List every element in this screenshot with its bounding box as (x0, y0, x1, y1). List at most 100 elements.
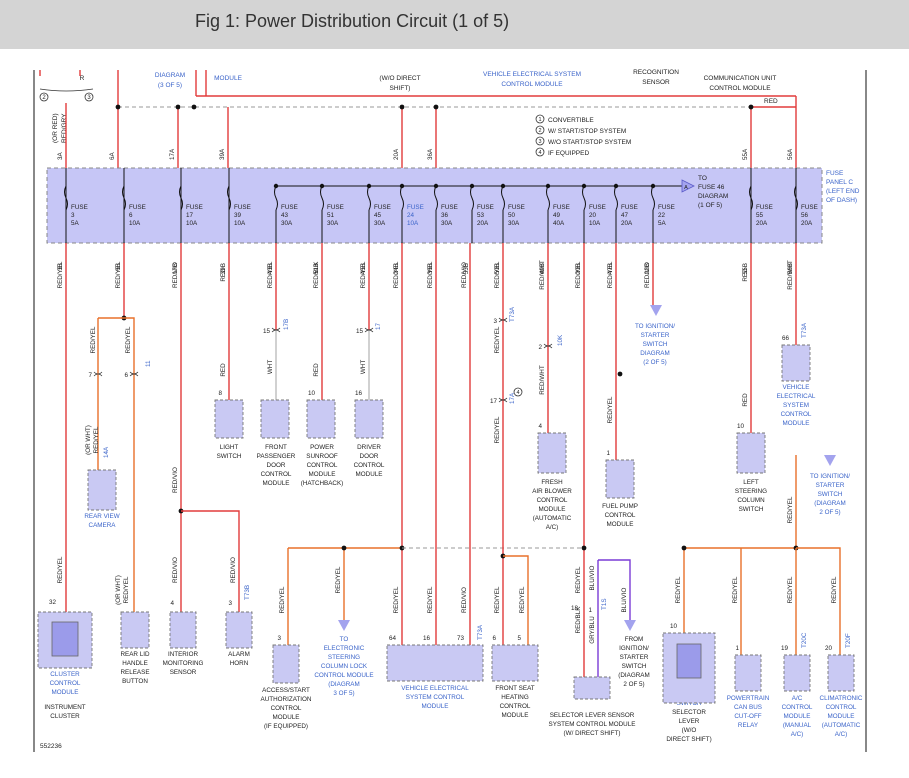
junction-dot (319, 183, 325, 189)
interior-monitoring-sensor (169, 611, 197, 649)
label-selector: SYSTEM CONTROL MODULE (549, 721, 636, 728)
label-tiptronic: SWITCH (677, 700, 702, 707)
label-climatronic: CLIMATRONIC (820, 695, 863, 702)
label-front-passenger: CONTROL (261, 471, 292, 478)
fuse-amperage: 20A (801, 220, 813, 227)
wire-color-label: RED/BLK (575, 606, 582, 634)
fuse-number: 6 (129, 212, 133, 219)
fuse-pin-label: 47B (607, 263, 614, 274)
ac-control-module (783, 654, 811, 692)
front-passenger-door-module (260, 399, 290, 439)
fuse-symbol (582, 185, 586, 211)
fuse-number: 3 (71, 212, 75, 219)
wire-color-label: RED (220, 268, 227, 282)
light-switch (214, 399, 244, 439)
wire-color-label: RED/VIO (172, 262, 179, 288)
svg-text:(LEFT END: (LEFT END (826, 188, 860, 195)
fuse-amperage: 10A (407, 220, 419, 227)
label-climatronic: MODULE (828, 713, 855, 720)
wire-color-label: (OR WHT) (115, 575, 122, 605)
label-rear-lid: HANDLE (122, 660, 148, 667)
connector-ref: 17 (375, 322, 382, 330)
connector-ref: T1S (601, 598, 608, 610)
label-front-passenger: DOOR (267, 462, 286, 469)
connector-ref: 11 (145, 360, 152, 367)
label-to-esclm: (DIAGRAM (328, 681, 360, 688)
wire-color-label: RED/VIO (461, 262, 468, 288)
connector-ref: 14A (103, 446, 110, 458)
label-interior-monitoring: SENSOR (170, 669, 197, 676)
fuse-word: FUSE (508, 204, 525, 211)
fuse-amperage: 10A (589, 220, 601, 227)
svg-text:(3 OF 5): (3 OF 5) (158, 82, 182, 89)
svg-text:RED: RED (764, 98, 778, 105)
label-to-esclm: TO (340, 636, 349, 643)
label-sel-lever: DIRECT SHIFT) (666, 736, 711, 743)
label-vesc-right: MODULE (783, 420, 810, 427)
pin-label: 73 (457, 635, 465, 642)
wire-color-label: RED/YEL (57, 261, 64, 288)
rear-view-camera (87, 469, 117, 511)
fuse-word: FUSE (186, 204, 203, 211)
pin-label: 66 (782, 335, 790, 342)
fuse-number: 47 (621, 212, 629, 219)
label-vesc-right: SYSTEM (783, 402, 809, 409)
fuse-amperage: 5A (71, 220, 80, 227)
svg-text:CONVERTIBLE: CONVERTIBLE (548, 117, 594, 124)
fuse-pin-label: 53B (463, 263, 470, 274)
fuse-word: FUSE (441, 204, 458, 211)
wire-rear-lid (98, 317, 135, 612)
label-from-ign: STARTER (620, 654, 649, 661)
label-seat-heat: MODULE (502, 712, 529, 719)
fuse-pin-label: 43B (267, 263, 274, 274)
fuse-amperage: 40A (553, 220, 565, 227)
label-sunroof: MODULE (309, 471, 336, 478)
fuse-amperage: 20A (621, 220, 633, 227)
svg-text:FUSE: FUSE (826, 170, 844, 177)
wire-color-label: RED/YEL (787, 576, 794, 603)
top-circled-notes: 2 3 (39, 88, 94, 102)
wire-color-label: RED/YEL (494, 586, 501, 613)
svg-text:W/ START/STOP SYSTEM: W/ START/STOP SYSTEM (548, 128, 626, 135)
figure-title: Fig 1: Power Distribution Circuit (1 of … (195, 11, 510, 31)
fuse-number: 36 (441, 212, 449, 219)
fuse-word: FUSE (129, 204, 146, 211)
wire-color-label: RED/VIO (461, 587, 468, 613)
svg-text:RECOGNITION: RECOGNITION (633, 69, 679, 76)
label-sel-lever: LEVER (679, 718, 700, 725)
fuse-symbol (614, 185, 618, 211)
selector-lever-sensor-module (573, 676, 611, 700)
label-front-passenger: FRONT (265, 444, 287, 451)
wire-color-label: RED/YEL (125, 326, 132, 353)
connector-symbol (498, 317, 508, 323)
fuse-word: FUSE (234, 204, 251, 211)
label-interior-monitoring: INTERIOR (168, 651, 199, 658)
fuse-symbol (434, 185, 438, 211)
fuse-pin-label: 45B (360, 263, 367, 274)
label-alarm-horn: ALARM (228, 651, 250, 658)
label-blower: CONTROL (537, 497, 568, 504)
connector-ref: T20F (845, 633, 852, 648)
fuse-amperage: 30A (281, 220, 293, 227)
label-fuel-pump: FUEL PUMP (602, 503, 638, 510)
fuse-pin-label: 55B (742, 263, 749, 274)
label-access-start: AUTHORIZATION (261, 696, 312, 703)
fuse-word: FUSE (621, 204, 638, 211)
svg-text:2: 2 (538, 128, 541, 134)
fuse-pin-label: 17A (169, 148, 176, 160)
svg-text:VEHICLE ELECTRICAL SYSTEM: VEHICLE ELECTRICAL SYSTEM (483, 71, 581, 78)
rear-lid-button (120, 611, 150, 649)
pin-label: 3 (228, 600, 232, 607)
pin-label: 32 (49, 599, 57, 606)
figure-id: 552236 (40, 743, 62, 750)
wire-color-label: RED/YEL (393, 261, 400, 288)
note-4-number: 4 (516, 390, 519, 396)
label-instrument-cluster: CONTROL (50, 680, 81, 687)
label-to-ign-b: (2 OF 5) (643, 359, 666, 366)
label-from-ign: 2 OF 5) (623, 681, 644, 688)
label-selector: (W/ DIRECT SHIFT) (564, 730, 621, 737)
